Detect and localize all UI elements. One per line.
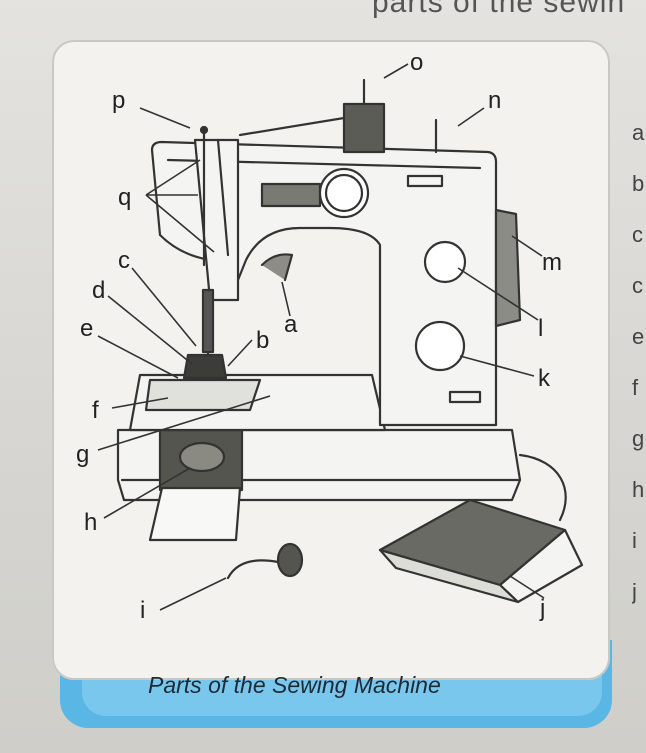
bobbin-compartment (158, 428, 244, 492)
leader-h (103, 467, 191, 519)
needle-plate (144, 378, 262, 412)
spool-of-thread (342, 102, 386, 154)
label-k: k (538, 365, 551, 392)
leader-g (97, 395, 271, 451)
side-letter: j (632, 579, 637, 604)
lever-tip (199, 125, 209, 135)
label-l: l (538, 315, 543, 342)
bobbin-thread (226, 559, 280, 580)
label-p: p (112, 87, 125, 114)
label-d: d (92, 277, 105, 304)
leader-d (107, 295, 193, 365)
upper-thread (238, 116, 346, 137)
side-letter: i (632, 528, 637, 553)
presser-foot (182, 353, 228, 380)
leader-b (227, 339, 253, 367)
label-n: n (488, 87, 501, 114)
stitch-dial (318, 167, 370, 219)
leader-l (457, 267, 539, 321)
label-c: c (118, 247, 130, 274)
leader-k (459, 355, 535, 377)
side-letter: g (632, 426, 645, 451)
side-letter: c (632, 273, 643, 298)
label-q: q (118, 184, 131, 211)
thread-guide (260, 253, 294, 282)
leader-p (139, 107, 191, 129)
foot-pedal-front (378, 548, 520, 604)
label-i: i (140, 597, 145, 624)
side-letter-column: a b c c e f g h i j (632, 118, 646, 628)
bobbin (276, 542, 304, 578)
leader-f (111, 397, 169, 409)
label-f: f (92, 397, 99, 424)
label-j: j (539, 595, 545, 622)
leader-q (145, 159, 215, 253)
label-o: o (410, 49, 423, 76)
label-g: g (76, 441, 89, 468)
leader-n (457, 107, 485, 127)
power-cord (518, 453, 567, 522)
stitch-width-knob (414, 320, 466, 372)
leader-a (281, 281, 291, 317)
side-letter: h (632, 477, 645, 502)
needle-bar (201, 288, 215, 354)
indicator-slot (406, 174, 444, 188)
label-e: e (80, 315, 93, 342)
side-letter: f (632, 375, 639, 400)
leader-e (97, 335, 179, 379)
label-h: h (84, 509, 97, 536)
hand-wheel (494, 208, 522, 328)
bobbin-case (178, 441, 226, 473)
side-letter: a (632, 120, 645, 145)
machine-head (193, 138, 240, 302)
reverse-lever (448, 390, 482, 404)
bobbin-cover-flap (148, 486, 242, 542)
leader-o (383, 63, 409, 79)
stitch-dial-ring (324, 173, 364, 213)
leader-c (131, 267, 197, 347)
thread-path (216, 138, 230, 257)
leader-i (159, 577, 227, 611)
header-fragment: parts of the sewin (372, 0, 626, 19)
leader-j (509, 575, 545, 599)
label-b: b (256, 327, 269, 354)
figure-caption: Parts of the Sewing Machine (148, 672, 441, 698)
side-letter: b (632, 171, 645, 196)
stitch-length-knob (423, 240, 467, 284)
label-a: a (284, 311, 298, 338)
label-m: m (542, 249, 562, 276)
side-letter: e (632, 324, 645, 349)
leader-m (511, 235, 543, 257)
stitch-window (260, 182, 322, 208)
side-letter: c (632, 222, 643, 247)
